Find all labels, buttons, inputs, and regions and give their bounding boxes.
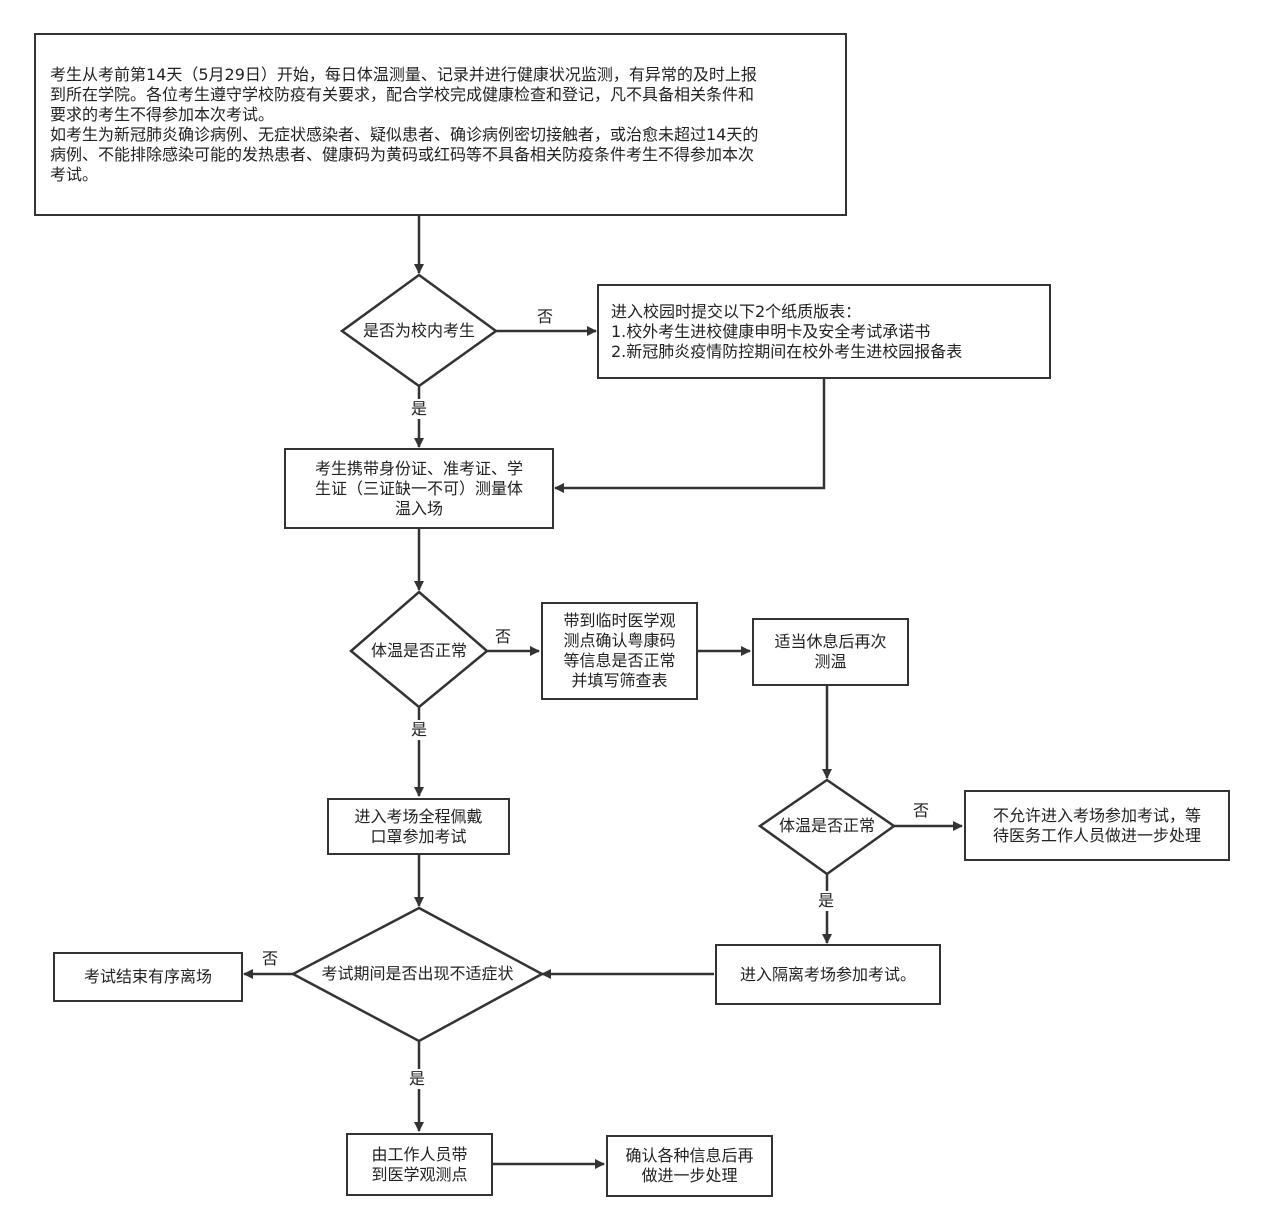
decision-campus-text: 是否为校内考生	[362, 321, 475, 340]
label-campus-yes: 是	[410, 399, 429, 419]
label-temp1-no: 否	[494, 627, 513, 647]
confirm-line: 确认各种信息后再	[625, 1146, 754, 1165]
decision-symptoms-text: 考试期间是否出现不适症状	[321, 964, 514, 983]
documents-box: 考生携带身份证、准考证、学 生证（三证缺一不可）测量体 温入场	[284, 448, 554, 529]
offcampus-forms-box: 进入校园时提交以下2个纸质版表： 1.校外考生进校健康申明卡及安全考试承诺书 2…	[597, 284, 1051, 379]
staff-line: 由工作人员带	[371, 1144, 468, 1164]
offcampus-line: 1.校外考生进校健康申明卡及安全考试承诺书	[611, 321, 931, 341]
label-campus-no: 否	[536, 307, 555, 327]
isolation-box: 进入隔离考场参加考试。	[715, 944, 941, 1005]
medical-check-line: 等信息是否正常	[563, 651, 676, 670]
decision-temp1-shape	[349, 590, 489, 709]
intro-line: 要求的考生不得参加本次考试。	[50, 104, 275, 124]
isolation-line: 进入隔离考场参加考试。	[739, 964, 916, 984]
rest-line: 适当休息后再次	[774, 632, 887, 651]
offcampus-line: 2.新冠肺炎疫情防控期间在校外考生进校园报备表	[611, 341, 963, 361]
offcampus-line: 进入校园时提交以下2个纸质版表：	[611, 301, 862, 321]
not-allowed-line: 不允许进入考场参加考试，等	[992, 805, 1201, 825]
staff-line: 到医学观测点	[371, 1164, 468, 1184]
intro-line: 如考生为新冠肺炎确诊病例、无症状感染者、疑似患者、确诊病例密切接触者，或治愈未超…	[50, 124, 759, 144]
not-allowed-box: 不允许进入考场参加考试，等 待医务工作人员做进一步处理	[964, 790, 1230, 861]
label-symptoms-yes: 是	[408, 1069, 427, 1089]
documents-line: 考生携带身份证、准考证、学	[314, 458, 523, 478]
medical-check-line: 带到临时医学观	[563, 611, 676, 630]
confirm-line: 做进一步处理	[641, 1166, 738, 1185]
leave-line: 考试结束有序离场	[83, 967, 212, 986]
confirm-box: 确认各种信息后再 做进一步处理	[606, 1135, 773, 1197]
enter-exam-box: 进入考场全程佩戴 口罩参加考试	[327, 798, 510, 855]
documents-line: 温入场	[394, 498, 443, 518]
intro-line: 到所在学院。各位考生遵守学校防疫有关要求，配合学校完成健康检查和登记，凡不具备相…	[50, 84, 755, 104]
intro-line: 病例、不能排除感染可能的发热患者、健康码为黄码或红码等不具备相关防疫条件考生不得…	[50, 144, 755, 164]
rest-box: 适当休息后再次 测温	[752, 618, 909, 686]
label-temp1-yes: 是	[410, 720, 429, 740]
decision-symptoms-shape	[290, 906, 545, 1043]
leave-box: 考试结束有序离场	[53, 952, 243, 1002]
intro-line: 考试。	[50, 164, 99, 184]
enter-exam-line: 进入考场全程佩戴	[354, 806, 483, 826]
label-temp2-yes: 是	[817, 891, 836, 911]
label-symptoms-no: 否	[261, 949, 280, 969]
decision-temp2-shape	[757, 778, 897, 876]
decision-temp2-text: 体温是否正常	[778, 816, 875, 835]
intro-text: 考生从考前第14天（5月29日）开始，每日体温测量、记录并进行健康状况监测，有异…	[50, 65, 758, 185]
intro-box: 考生从考前第14天（5月29日）开始，每日体温测量、记录并进行健康状况监测，有异…	[34, 33, 847, 216]
decision-campus-shape	[339, 273, 499, 388]
intro-line: 考生从考前第14天（5月29日）开始，每日体温测量、记录并进行健康状况监测，有异…	[50, 64, 757, 84]
arrow-offcampus-to-documents	[554, 378, 826, 493]
medical-check-line: 测点确认粤康码	[563, 631, 676, 650]
not-allowed-line: 待医务工作人员做进一步处理	[992, 825, 1201, 845]
enter-exam-line: 口罩参加考试	[370, 826, 467, 846]
label-temp2-no: 否	[912, 801, 931, 821]
staff-box: 由工作人员带 到医学观测点	[346, 1133, 493, 1196]
documents-line: 生证（三证缺一不可）测量体	[314, 478, 523, 498]
rest-line: 测温	[814, 652, 847, 671]
medical-check-line: 并填写筛查表	[571, 671, 668, 690]
medical-check-box: 带到临时医学观 测点确认粤康码 等信息是否正常 并填写筛查表	[541, 602, 698, 700]
decision-temp1-text: 体温是否正常	[370, 641, 467, 660]
